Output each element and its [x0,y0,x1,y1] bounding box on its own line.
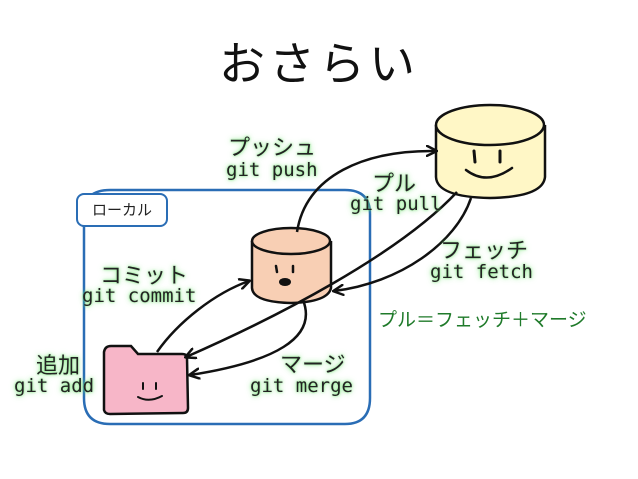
pull-command: git pull [350,193,442,215]
local-area-box [82,188,372,426]
fetch-command: git fetch [430,261,533,283]
commit-label-jp: コミット [100,264,189,289]
push-command: git push [226,159,318,181]
fetch-arrow [334,197,473,291]
local-repository-cylinder-icon [250,226,333,305]
commit-arrow [155,281,249,353]
merge-label-jp: マージ [280,353,346,378]
pull-label-jp: プル [372,172,417,197]
local-area-label: ローカル [76,193,168,227]
push-arrow [295,151,436,233]
working-folder-icon [102,344,190,416]
commit-command: git commit [82,285,197,307]
push-label-jp: プッシュ [228,136,317,161]
add-command: git add [14,375,95,397]
add-label-jp: 追加 [36,354,81,379]
pull-equation-note: プル＝フェッチ＋マージ [378,309,587,331]
page-title: おさらい [219,37,419,91]
remote-repository-cylinder-icon [434,103,547,200]
merge-arrow [190,299,308,375]
pull-arrow [186,191,458,357]
fetch-label-jp: フェッチ [440,239,529,264]
merge-command: git merge [250,375,353,397]
